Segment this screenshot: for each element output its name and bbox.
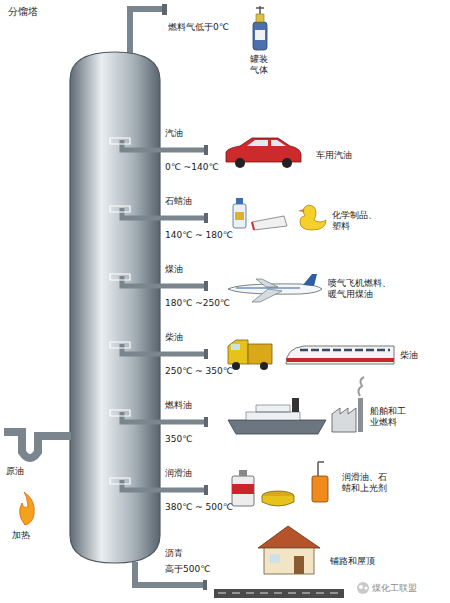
crude-inlet-pipe: [4, 432, 71, 458]
flame: [20, 492, 35, 525]
gas-canister: [253, 6, 267, 50]
fractionating-column: [70, 52, 160, 563]
text-label: 加热: [12, 530, 30, 541]
text-label: 化学制品、塑料: [332, 210, 379, 232]
text-label: 沥青: [165, 548, 183, 559]
lubricant-products: [232, 462, 328, 506]
text-label: 350℃: [165, 434, 192, 445]
outlet-pipes: [122, 140, 206, 490]
text-label: 燃料油: [165, 400, 192, 411]
airplane: [228, 274, 322, 302]
text-label: 润滑油、石蜡和上光剂: [342, 472, 389, 494]
text-label: 柴油: [165, 332, 183, 343]
outlet-trays: [110, 138, 130, 484]
text-label: 铺路和屋顶: [330, 556, 375, 567]
text-label: 船舶和工业燃料: [370, 406, 408, 428]
truck: [228, 340, 272, 370]
ship: [228, 398, 326, 434]
gas-pipe: [130, 9, 164, 60]
house-and-road: [214, 526, 344, 598]
text-label: 燃料气低于0℃: [168, 22, 229, 33]
text-label: 罐装气体: [250, 54, 269, 76]
text-label: 0℃ ~140℃: [165, 162, 219, 173]
car: [226, 138, 301, 168]
factory: [332, 377, 364, 432]
text-label: 煤化工联盟: [372, 583, 417, 594]
text-label: 高于500℃: [165, 564, 210, 575]
text-label: 原油: [6, 466, 24, 477]
pipe-cap: [203, 580, 207, 590]
text-label: 柴油: [400, 350, 418, 361]
text-label: 煤油: [165, 264, 183, 275]
chemical-products: [233, 198, 326, 230]
pipe-cap: [162, 4, 167, 15]
text-label: 车用汽油: [316, 150, 352, 161]
text-label: 250℃ ~ 350℃: [165, 366, 233, 377]
text-label: 润滑油: [165, 468, 192, 479]
text-label: 380℃ ~ 500℃: [165, 502, 233, 513]
text-label: 喷气飞机燃料、暖气用煤油: [328, 278, 393, 300]
diagram-title: 分馏塔: [8, 6, 38, 18]
text-label: 汽油: [165, 128, 183, 139]
watermark-icon: [357, 582, 369, 594]
text-label: 石蜡油: [165, 196, 192, 207]
train: [286, 346, 394, 364]
pipe-ends: [204, 145, 208, 495]
text-label: 180℃ ~250℃: [165, 298, 230, 309]
text-label: 140℃ ~ 180℃: [165, 230, 233, 241]
